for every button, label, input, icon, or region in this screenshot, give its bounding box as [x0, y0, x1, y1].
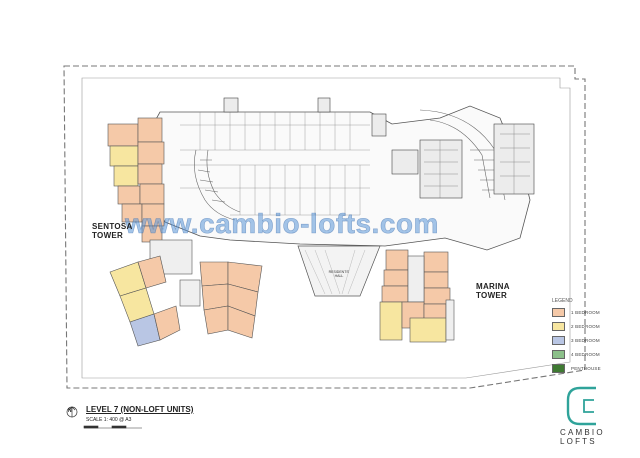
marina-tower [379, 249, 455, 343]
legend-label: 3 BEDROOM [571, 337, 600, 343]
legend-title: LEGEND [552, 298, 573, 304]
legend-swatch [552, 349, 565, 359]
legend-item: 3 BEDROOM [552, 335, 600, 345]
legend-swatch [552, 363, 565, 373]
legend-item: PENTHOUSE [552, 363, 601, 373]
legend-swatch [552, 307, 565, 317]
legend-swatch [552, 321, 565, 331]
legend-label: PENTHOUSE [571, 365, 601, 371]
residents-hall [297, 245, 381, 297]
north-label: N [68, 408, 72, 414]
scale-bar [83, 425, 142, 429]
cambio-logo-mark [566, 386, 596, 426]
watermark-text: www.cambio-lofts.com [125, 208, 439, 240]
marina-tower-label: MARINA TOWER [476, 282, 510, 300]
legend-label: 1 BEDROOM [571, 309, 600, 315]
legend-label: 2 BEDROOM [571, 323, 600, 329]
legend-swatch [552, 335, 565, 345]
brand-name: CAMBIO LOFTS [560, 428, 605, 446]
site-boundary [63, 65, 586, 389]
plan-title: LEVEL 7 (NON-LOFT UNITS) [86, 405, 194, 414]
plan-scale: SCALE 1: 400 @ A3 [86, 417, 132, 423]
residents-hall-label: RESIDENTS' HALL [328, 270, 350, 278]
sentosa-tower-label: SENTOSA TOWER [92, 222, 133, 240]
legend-item: 4 BEDROOM [552, 349, 600, 359]
legend-item: 2 BEDROOM [552, 321, 600, 331]
north-arrow [66, 406, 78, 418]
parking-bays [180, 112, 370, 216]
car-ramp [194, 149, 241, 221]
legend-label: 4 BEDROOM [571, 351, 600, 357]
legend-item: 1 BEDROOM [552, 307, 600, 317]
sentosa-tower [107, 117, 263, 347]
